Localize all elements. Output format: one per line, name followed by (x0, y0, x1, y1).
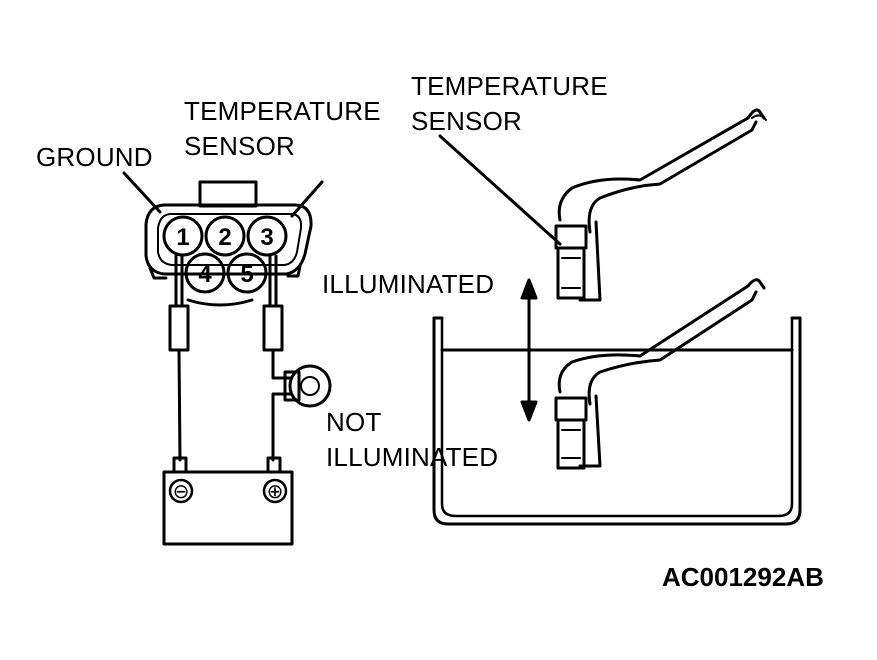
not-illuminated-label-line1: NOT (326, 407, 382, 437)
connector-sensor-label-line1: TEMPERATURE (184, 96, 381, 126)
illuminated-label: ILLUMINATED (322, 269, 495, 299)
water-container (432, 316, 802, 526)
probe-lead-left (168, 254, 190, 462)
ground-label: GROUND (36, 142, 153, 172)
sensor-lower-tip (556, 418, 586, 470)
sensor-lower (554, 278, 766, 470)
battery-negative-symbol: ⊖ (173, 479, 190, 503)
not-illuminated-label-line2: ILLUMINATED (326, 442, 499, 472)
ground-leader-line (122, 171, 162, 214)
connector-housing-inner (157, 213, 303, 266)
probe-sensor-leader-line (438, 134, 562, 246)
pin-1-label: 1 (176, 224, 189, 251)
pin-4-label: 4 (198, 261, 212, 288)
test-bulb (283, 364, 332, 408)
connector-latch (198, 180, 258, 208)
pin-5-circle (226, 252, 268, 294)
probe-sensor-label-line1: TEMPERATURE (411, 71, 608, 101)
sensor-upper-tip (556, 246, 586, 300)
pin-2-label: 2 (218, 224, 231, 251)
probe-lead-right (262, 254, 292, 462)
sensor-lower-hex (554, 396, 588, 422)
pin-3-label: 3 (260, 224, 273, 251)
pin-5-label: 5 (240, 261, 253, 288)
connector-housing (144, 203, 313, 276)
connector-tab-right (286, 264, 302, 278)
figure-code: AC001292AB (662, 562, 824, 592)
pin-2-circle (204, 215, 246, 257)
pin-3-circle (246, 215, 288, 257)
connector-tab-left (148, 266, 168, 280)
connector-sensor-label-line2: SENSOR (184, 131, 296, 161)
battery (162, 456, 294, 546)
connector-skirt (186, 298, 254, 307)
connector (144, 180, 313, 307)
sensor-upper (554, 108, 767, 302)
probe-sensor-label-line2: SENSOR (411, 106, 523, 136)
battery-positive-symbol: ⊕ (267, 479, 284, 503)
connector-sensor-leader-line (290, 180, 324, 218)
pin-4-circle (184, 252, 226, 294)
